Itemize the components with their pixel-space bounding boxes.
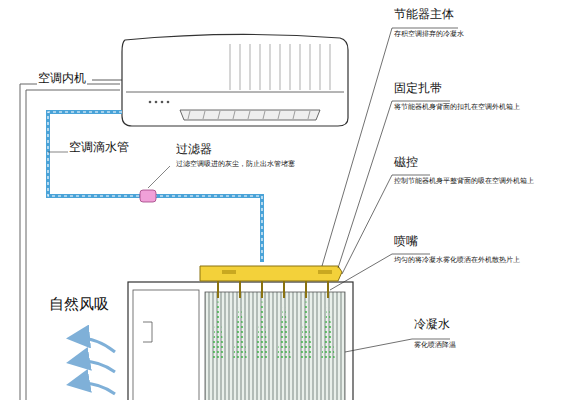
part-name: 冷凝水 <box>413 318 451 332</box>
part-name: 固定扎带 <box>393 82 443 96</box>
part-name: 空调内机 <box>37 72 87 86</box>
part-name: 磁控 <box>393 156 419 170</box>
part-name: 过滤器 <box>175 143 213 157</box>
part-name: 自然风吸 <box>48 296 110 313</box>
note: 过滤空调吸进的灰尘，防止出水管堵塞 <box>175 160 296 168</box>
note: 控制节能器机身平整背面的吸在空调外机箱上 <box>393 177 535 185</box>
note: 将节能器机身背面的扣扎在空调外机箱上 <box>393 103 521 111</box>
note: 均匀的将冷凝水雾化喷洒在外机散热片上 <box>393 256 521 264</box>
note: 存积空调排弃的冷凝水 <box>393 30 465 38</box>
note: 雾化喷洒降温 <box>413 341 457 349</box>
part-name: 喷嘴 <box>393 235 419 249</box>
part-name: 空调滴水管 <box>68 141 130 155</box>
part-name: 节能器主体 <box>393 8 455 22</box>
